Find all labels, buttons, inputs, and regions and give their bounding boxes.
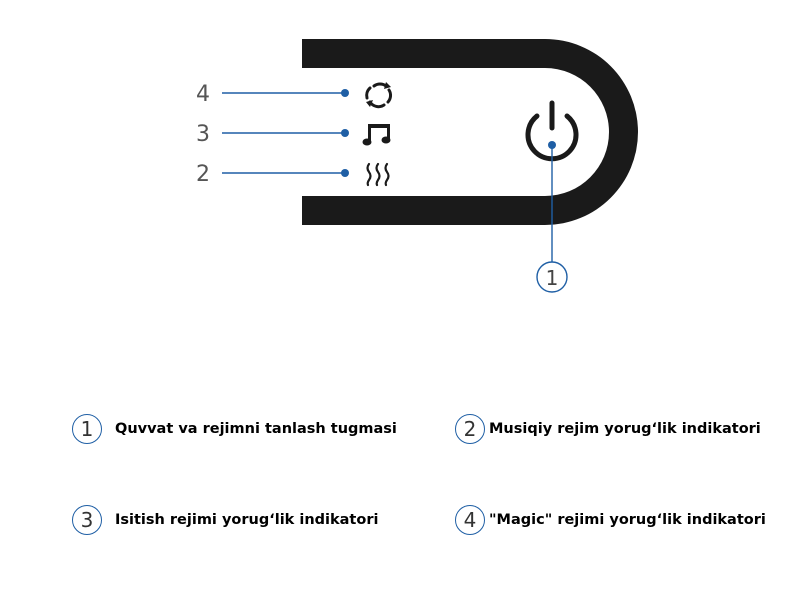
callout-number-1: 1 bbox=[546, 266, 559, 290]
legend-number-4: 4 bbox=[455, 505, 485, 535]
callout-circle-1 bbox=[536, 261, 568, 293]
heat-waves-icon bbox=[366, 162, 390, 187]
legend-number-2: 2 bbox=[455, 414, 485, 444]
legend-label-4: "Magic" rejimi yorug‘lik indikatori bbox=[489, 512, 766, 528]
legend-item-3: 3 Isitish rejimi yorug‘lik indikatori bbox=[72, 505, 378, 535]
callout-line-1 bbox=[548, 141, 556, 262]
legend-item-2: 2 Musiqiy rejim yorug‘lik indikatori bbox=[455, 414, 761, 444]
callout-number-4: 4 bbox=[196, 82, 210, 107]
callout-number-2: 2 bbox=[196, 162, 210, 187]
device-panel-diagram: 4 3 2 1 bbox=[196, 39, 638, 293]
callout-line-3 bbox=[222, 129, 349, 137]
device-panel bbox=[302, 39, 638, 225]
legend-item-4: 4 "Magic" rejimi yorug‘lik indikatori bbox=[455, 505, 766, 535]
music-note-icon bbox=[362, 124, 391, 146]
magic-cycle-icon bbox=[365, 82, 393, 109]
legend-label-1: Quvvat va rejimni tanlash tugmasi bbox=[115, 421, 397, 437]
callout-line-4 bbox=[222, 89, 349, 97]
legend-item-1: 1 Quvvat va rejimni tanlash tugmasi bbox=[72, 414, 397, 444]
callout-line-2 bbox=[222, 169, 349, 177]
legend-number-3: 3 bbox=[72, 505, 102, 535]
legend-label-3: Isitish rejimi yorug‘lik indikatori bbox=[115, 512, 379, 528]
callout-number-3: 3 bbox=[196, 122, 210, 147]
legend-number-1: 1 bbox=[72, 414, 102, 444]
legend-label-2: Musiqiy rejim yorug‘lik indikatori bbox=[489, 421, 761, 437]
